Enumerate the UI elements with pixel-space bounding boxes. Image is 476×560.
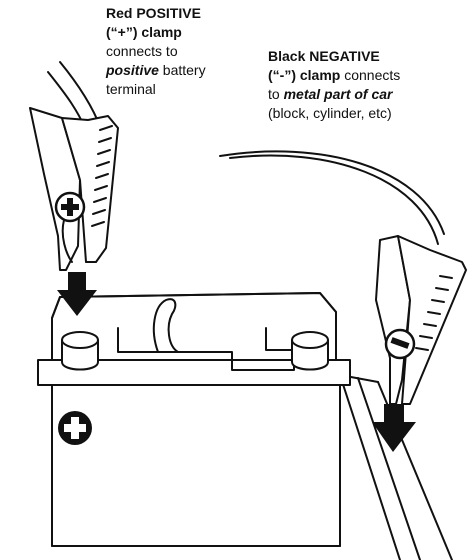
negative-terminal <box>291 331 329 371</box>
positive-label-connects: connects to <box>106 43 178 59</box>
negative-arrow-icon <box>372 404 416 452</box>
negative-label-clamp: (“-”) clamp <box>268 67 341 83</box>
negative-label-emph: metal part of car <box>283 86 393 102</box>
positive-label-terminal: terminal <box>106 81 156 97</box>
negative-label-examples: (block, cylinder, etc) <box>268 105 392 121</box>
positive-label-battery: battery <box>158 62 206 78</box>
battery-plus-icon <box>58 411 92 445</box>
negative-label-clamp-line: (“-”) clamp connects <box>268 66 473 85</box>
positive-label-title: Red POSITIVE <box>106 5 201 21</box>
positive-clamp <box>29 107 119 271</box>
negative-label-to: to <box>268 86 284 102</box>
positive-terminal <box>61 331 99 371</box>
negative-clamp-minus-icon <box>390 337 410 349</box>
positive-label-target: positive battery <box>106 61 266 80</box>
battery <box>37 292 351 547</box>
positive-clamp-label: Red POSITIVE (“+”) clamp connects to pos… <box>106 4 266 99</box>
positive-arrow-icon <box>57 272 97 316</box>
negative-clamp <box>375 235 467 405</box>
positive-label-clamp: (“+”) clamp <box>106 24 182 40</box>
negative-label-connects: connects <box>340 67 401 83</box>
negative-clamp-label: Black NEGATIVE (“-”) clamp connects to m… <box>268 47 473 123</box>
positive-clamp-plus-icon <box>61 198 79 216</box>
negative-label-target-line: to metal part of car <box>268 85 473 104</box>
positive-label-emph: positive <box>106 62 159 78</box>
negative-label-title: Black NEGATIVE <box>268 48 380 64</box>
negative-cable <box>219 150 445 245</box>
